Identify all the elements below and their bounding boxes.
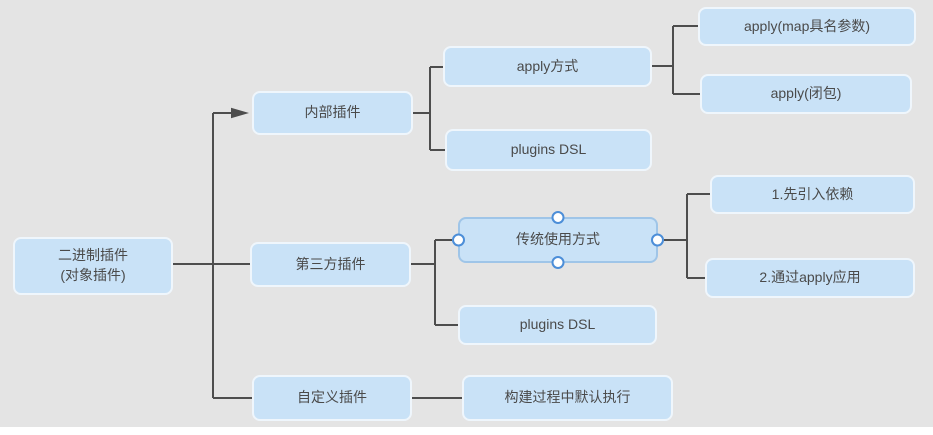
node-third-party-plugin[interactable]: 第三方插件	[250, 242, 411, 287]
node-apply-map-named-args[interactable]: apply(map具名参数)	[698, 7, 916, 46]
arrowhead-internal-branch	[231, 107, 249, 119]
connector-internal-children	[413, 66, 445, 151]
node-label: 构建过程中默认执行	[504, 389, 631, 406]
selection-handle-left[interactable]	[452, 233, 465, 247]
selection-handle-top[interactable]	[551, 211, 565, 224]
node-label: 自定义插件	[297, 389, 367, 406]
node-label: 二进制插件 (对象插件)	[58, 247, 128, 283]
node-label: plugins DSL	[519, 316, 596, 333]
node-label: 传统使用方式	[516, 231, 600, 248]
node-custom-plugin[interactable]: 自定义插件	[252, 375, 412, 421]
selection-handle-bottom[interactable]	[551, 256, 565, 269]
node-step-import-dependency[interactable]: 1.先引入依赖	[710, 175, 915, 214]
node-apply-closure[interactable]: apply(闭包)	[700, 74, 912, 114]
node-label: apply(map具名参数)	[743, 17, 871, 34]
node-binary-plugin[interactable]: 二进制插件 (对象插件)	[13, 237, 173, 295]
node-plugins-dsl-internal[interactable]: plugins DSL	[445, 129, 652, 171]
node-apply-method[interactable]: apply方式	[443, 46, 652, 87]
node-label: 1.先引入依赖	[771, 185, 854, 202]
connector-apply-method-children	[652, 25, 700, 95]
node-traditional-usage[interactable]: 传统使用方式	[452, 211, 664, 269]
node-label: 内部插件	[304, 104, 361, 121]
connector-root-trunk	[173, 113, 250, 398]
node-plugins-dsl-third-party[interactable]: plugins DSL	[458, 305, 657, 345]
connector-third-party-children	[410, 239, 458, 326]
node-default-execution[interactable]: 构建过程中默认执行	[462, 375, 673, 421]
connector-traditional-children	[664, 193, 710, 279]
node-label: plugins DSL	[510, 141, 587, 158]
node-label: 2.通过apply应用	[759, 269, 861, 286]
node-label: apply方式	[516, 57, 579, 74]
node-label: apply(闭包)	[770, 85, 842, 102]
selection-handle-right[interactable]	[651, 233, 664, 247]
node-label: 第三方插件	[295, 255, 366, 272]
node-internal-plugin[interactable]: 内部插件	[252, 91, 413, 135]
node-step-apply-usage[interactable]: 2.通过apply应用	[705, 258, 915, 298]
